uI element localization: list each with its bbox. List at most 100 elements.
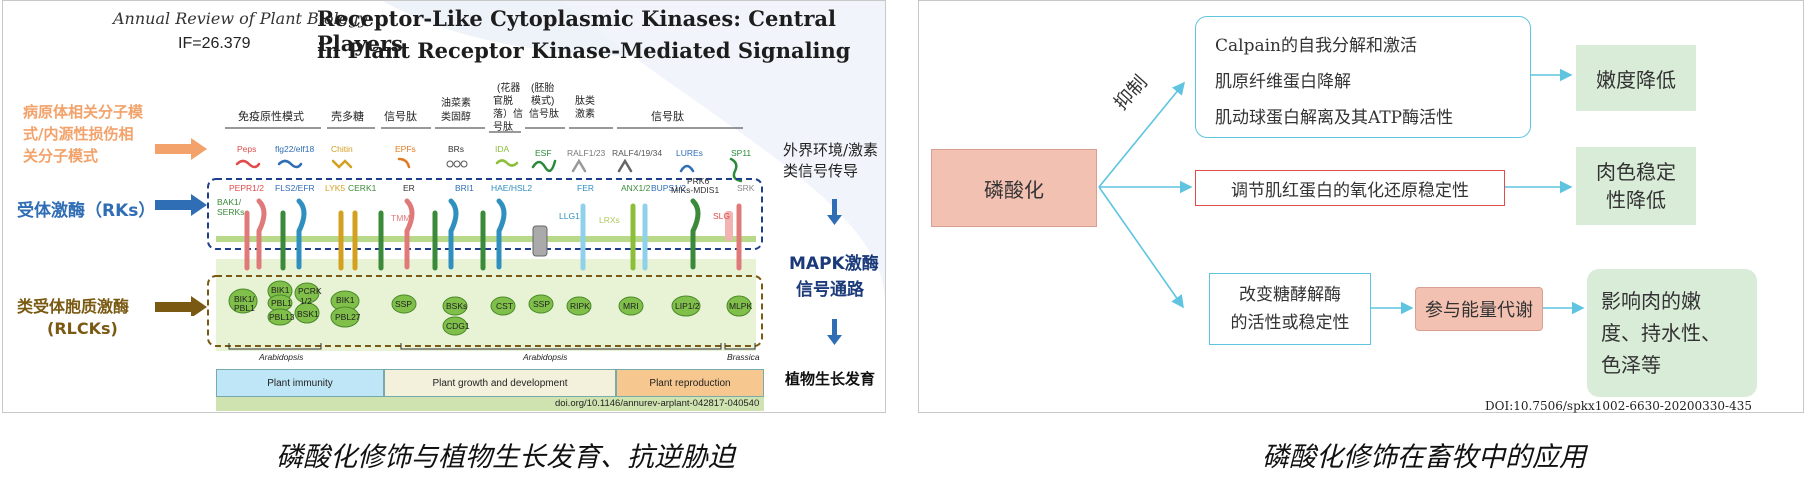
category-br-1: 油菜素 [441,98,471,109]
receptor-serks-a: SERKs [217,207,245,217]
flow-mapk-1: MAPK激酶 [789,254,879,274]
receptor-slg: SLG [713,211,731,221]
phosphorylation-box: 磷酸化 [931,149,1097,227]
glycolysis-box: 改变糖酵解酶 的活性或稳定性 [1209,273,1371,345]
flow-env-1: 外界环境/激素 [783,141,879,159]
receptor-prk6: PRK6 [687,176,710,186]
receptor-miks: MIKs-MDIS1 [671,185,720,195]
impact-factor: IF=26.379 [178,35,251,52]
meat-quality-box: 影响肉的嫩 度、持水性、 色泽等 [1587,269,1757,397]
bar-growth-development: Plant growth and development [384,369,616,397]
inhibition-effects-box [1195,16,1531,138]
rlck-label-1: 类受体胞质激酶 [17,297,130,316]
category-ida-4: 号肽 [493,122,513,133]
receptor-anx: ANX1/2 [621,183,651,193]
ligand-brs: BRs [448,144,465,154]
species-brassica: Brassica [727,352,760,362]
effect-actomyosin: 肌动球蛋白解离及其ATP酶活性 [1215,108,1454,128]
flow-arrows [827,199,842,345]
paper-title-line2: in Plant Receptor Kinase-Mediated Signal… [317,38,851,63]
rlck-pbl1-b: PBL1 [271,298,292,308]
receptor-pepr: PEPR1/2 [229,183,264,193]
meat-quality-line-2: 度、持水性、 [1601,321,1721,345]
effect-myofibril: 肌原纤维蛋白降解 [1215,72,1351,92]
rlck-pcrk: PCRK [298,286,322,296]
color-stability-line-1: 肉色稳定 [1596,160,1676,184]
category-br-2: 类固醇 [441,112,471,123]
category-ralf-2: 激素 [575,109,595,120]
meat-quality-line-1: 影响肉的嫩 [1601,289,1701,313]
rlck-pbl13: PBL13 [269,312,295,322]
color-stability-line-2: 性降低 [1606,188,1666,212]
ligand-esf: ESF [535,148,552,158]
category-immunogenic: 免疫原性模式 [238,111,304,123]
rlck-mlpk: MLPK [729,301,753,311]
glycolysis-line-2: 的活性或稳定性 [1230,313,1350,333]
receptor-er: ER [403,183,415,193]
category-esf-3: 信号肽 [529,109,559,120]
ligand-sp11: SP11 [731,148,752,158]
flow-growth: 植物生长发育 [785,370,876,388]
receptor-bri1: BRI1 [455,183,474,193]
category-brackets [225,127,743,133]
background-swoosh [383,1,885,301]
rlck-bik1-c: BIK1 [336,295,355,305]
rlck-ripk: RIPK [570,301,590,311]
receptor-hae: HAE/HSL2 [491,183,533,193]
color-stability-box: 肉色稳定 性降低 [1576,147,1696,225]
category-chitin: 壳多糖 [331,111,364,123]
tenderness-box: 嫩度降低 [1576,45,1696,111]
category-ralf-1: 肽类 [575,96,595,107]
meat-quality-line-3: 色泽等 [1601,353,1661,377]
ligand-glyphs [235,157,743,183]
ligand-ralf123: RALF1/23 [567,148,606,158]
category-esf-2: 模式) [531,96,555,107]
flow-connectors [1098,68,1585,315]
receptor-llg1: LLG1 [559,211,580,221]
rlck-cdg1: CDG1 [446,321,470,331]
bar-plant-immunity: Plant immunity [216,369,384,397]
ligand-chitin: Chitin [331,144,353,154]
left-caption: 磷酸化修饰与植物生长发育、抗逆胁迫 [276,442,735,473]
right-doi: DOI:10.7506/spkx1002-6630-20200330-435 [1485,399,1753,413]
ligand-lures: LUREs [676,148,703,158]
receptor-fls2: FLS2/EFR [275,183,315,193]
pamp-label-3: 关分子模式 [23,147,99,165]
rlck-ssp-b: SSP [533,299,551,309]
rlck-label-2: (RLCKs) [47,319,118,338]
side-arrows [155,138,207,316]
receptor-bups: BUPS1/2 [651,183,686,193]
myoglobin-box: 调节肌红蛋白的氧化还原稳定性 [1195,170,1505,206]
ligand-peps: Peps [237,144,257,154]
left-doi-strip [216,397,764,411]
rlck-bik1-b: BIK1 [271,285,290,295]
left-doi: doi.org/10.1146/annurev-arplant-042817-0… [555,398,760,409]
rlck-pcrk-12: 1/2 [300,296,312,306]
glycolysis-line-1: 改变糖酵解酶 [1239,285,1341,305]
left-figure-panel: Annual Review of Plant Biology IF=26.379… [2,0,886,413]
rlck-bsk1: BSK1 [297,309,319,319]
category-ida-2: 官脱 [493,96,513,107]
category-ida-1: (花器 [497,83,521,94]
category-peptide-2: 信号肽 [651,111,684,123]
flow-mapk-2: 信号通路 [796,280,864,300]
rk-label: 受体激酶（RKs） [17,201,156,221]
journal-name: Annual Review of Plant Biology [113,9,368,28]
energy-metabolism-box: 参与能量代谢 [1415,287,1543,331]
rlck-pbl1-a: PBL1 [234,303,255,313]
membrane-diagram [207,178,763,351]
receptor-lyk5: LYK5 [325,183,346,193]
ligand-flg22: flg22/elf18 [275,144,315,154]
category-peptide-1: 信号肽 [384,111,417,123]
bar-plant-reproduction: Plant reproduction [616,369,764,397]
category-ida-3: 落）信 [493,109,523,120]
paper-title-line1: Receptor-Like Cytoplasmic Kinases: Centr… [317,6,836,56]
ligand-ralf41934: RALF4/19/34 [612,148,663,158]
receptor-cerk1: CERK1 [348,183,377,193]
receptor-tmm: TMM [391,213,411,223]
species-arabidopsis-1: Arabidopsis [259,352,304,362]
rlck-bsks: BSKs [446,301,468,311]
receptor-lrxs: LRXs [599,215,620,225]
rlck-mri: MRI [623,301,639,311]
rlck-lip12: LIP1/2 [675,301,700,311]
